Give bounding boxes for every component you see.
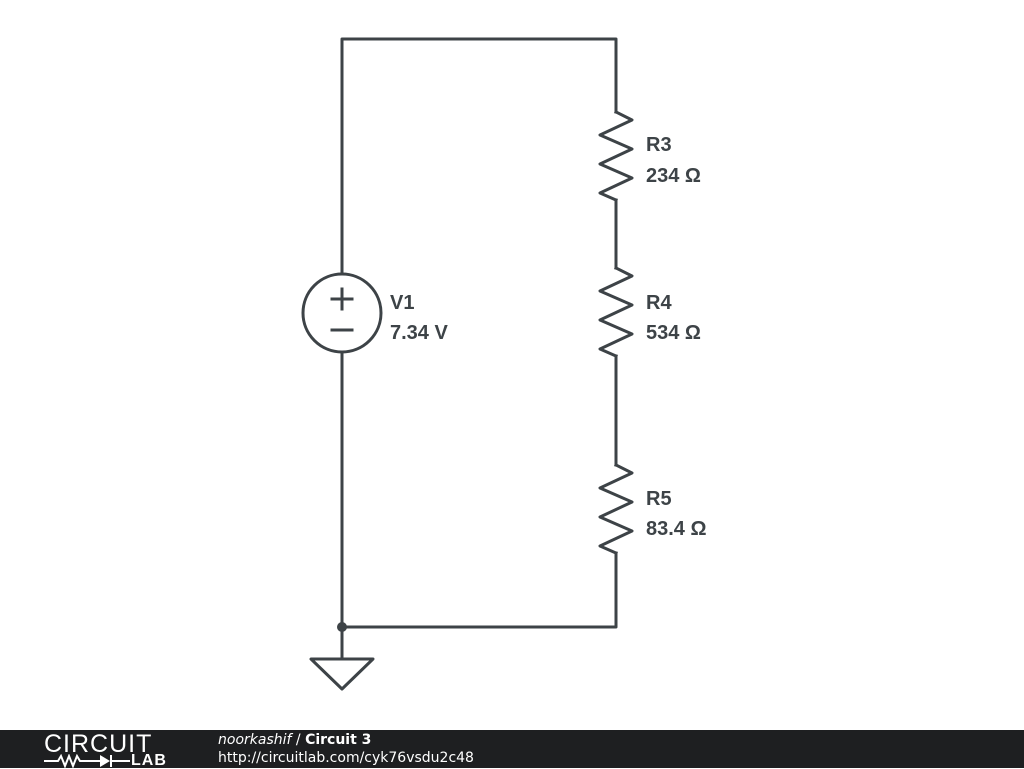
wire-top xyxy=(340,37,618,276)
voltage-source-v1[interactable] xyxy=(301,272,383,354)
author-name[interactable]: noorkashif xyxy=(218,732,292,748)
title-separator: / xyxy=(291,732,306,748)
wire-bottom xyxy=(340,551,618,629)
r4-name-label: R4 xyxy=(646,292,672,314)
resistor-r3[interactable] xyxy=(598,109,634,202)
circuitlab-logo[interactable]: CIRCUIT LAB xyxy=(44,730,176,769)
v1-name-label: V1 xyxy=(390,292,414,314)
logo-circuit-text: CIRCUIT xyxy=(44,730,153,758)
v1-value-label: 7.34 V xyxy=(390,322,448,344)
resistor-r4[interactable] xyxy=(598,265,634,358)
ground-symbol[interactable] xyxy=(309,657,375,691)
r3-value-label: 234 Ω xyxy=(646,165,701,187)
r3-name-label: R3 xyxy=(646,134,672,156)
circuit-schematic: V1 7.34 V R3 234 Ω R4 534 Ω R5 83.4 Ω xyxy=(301,37,707,691)
circuit-title[interactable]: Circuit 3 xyxy=(305,732,372,748)
circuit-url-link[interactable]: http://circuitlab.com/cyk76vsdu2c48 xyxy=(218,750,474,766)
footer-title-line: noorkashif / Circuit 3 xyxy=(218,731,474,749)
r5-name-label: R5 xyxy=(646,488,672,510)
logo-resistor-diode-icon xyxy=(44,754,130,768)
footer-url-line: http://circuitlab.com/cyk76vsdu2c48 xyxy=(218,749,474,767)
r5-value-label: 83.4 Ω xyxy=(646,518,707,540)
footer-bar: CIRCUIT LAB noorkashif / Circuit 3 http:… xyxy=(0,730,1024,769)
r4-value-label: 534 Ω xyxy=(646,322,701,344)
resistor-r5[interactable] xyxy=(598,462,634,555)
logo-lab-text: LAB xyxy=(131,752,167,769)
voltage-source-circle xyxy=(301,272,383,354)
footer-info: noorkashif / Circuit 3 http://circuitlab… xyxy=(218,731,474,767)
